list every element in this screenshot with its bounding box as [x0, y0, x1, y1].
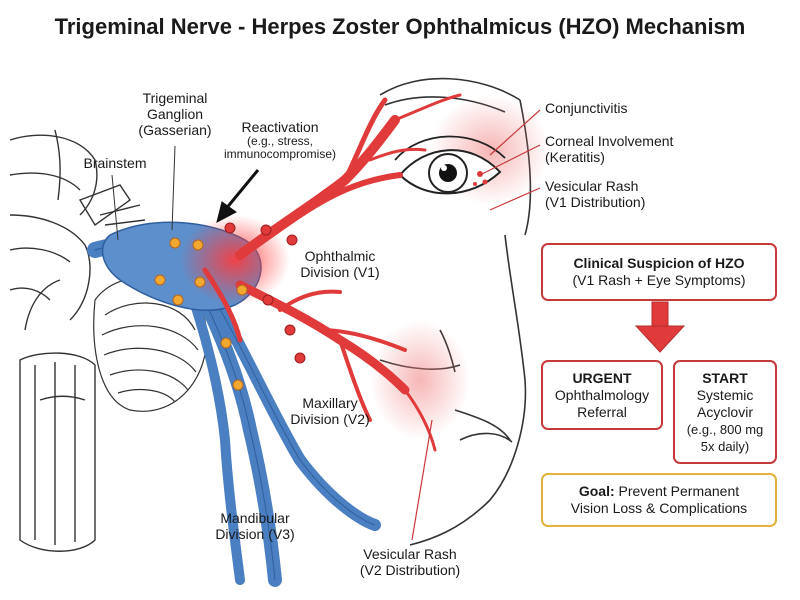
label-text: (Keratitis) — [545, 149, 605, 165]
box-title: URGENT — [572, 370, 632, 386]
label-text: Ophthalmic — [304, 248, 376, 264]
cheek-redness — [370, 320, 470, 440]
label-text: Mandibular — [220, 510, 290, 526]
goal-box: Goal: Prevent Permanent Vision Loss & Co… — [541, 473, 777, 527]
label-trigeminal-ganglion: Trigeminal Ganglion (Gasserian) — [125, 90, 225, 138]
label-text: Vesicular Rash — [363, 546, 457, 562]
label-text: Maxillary — [302, 395, 358, 411]
label-text: (Gasserian) — [138, 122, 212, 138]
box-text: 5x daily) — [700, 439, 750, 454]
box-text: Acyclovir — [696, 404, 753, 420]
label-ophthalmic-division: Ophthalmic Division (V1) — [280, 248, 400, 280]
label-text: Vesicular Rash — [545, 178, 639, 194]
label-brainstem: Brainstem — [75, 155, 155, 171]
label-reactivation: Reactivation (e.g., stress, immunocompro… — [215, 119, 345, 161]
label-maxillary-division: Maxillary Division (V2) — [275, 395, 385, 427]
label-vesicular-rash-v1: Vesicular Rash (V1 Distribution) — [545, 178, 645, 210]
label-text: Division (V1) — [300, 264, 380, 280]
flow-arrow — [634, 301, 686, 353]
label-corneal-involvement: Corneal Involvement (Keratitis) — [545, 133, 673, 165]
label-text: Trigeminal — [142, 90, 208, 106]
label-text: Ganglion — [146, 106, 204, 122]
label-text: (e.g., stress, — [246, 134, 314, 148]
label-vesicular-rash-v2: Vesicular Rash (V2 Distribution) — [345, 546, 475, 578]
urgent-referral-box: URGENT Ophthalmology Referral — [541, 360, 663, 430]
label-text: Corneal Involvement — [545, 133, 674, 149]
label-text: Reactivation — [241, 119, 319, 135]
box-text: Ophthalmology — [554, 387, 650, 403]
brainstem-sketch — [9, 129, 146, 552]
label-text: Division (V2) — [290, 411, 370, 427]
label-mandibular-division: Mandibular Division (V3) — [200, 510, 310, 542]
box-text: Referral — [577, 404, 627, 420]
box-text: (e.g., 800 mg — [686, 422, 764, 437]
virus-particles — [154, 237, 248, 391]
start-acyclovir-box: START Systemic Acyclovir (e.g., 800 mg 5… — [673, 360, 777, 464]
eye-illustration — [394, 135, 506, 195]
ophthalmic-division-red — [235, 93, 462, 260]
label-text: immunocompromise) — [223, 147, 337, 161]
goal-label: Goal: — [578, 483, 615, 499]
reactivation-arrow — [216, 169, 260, 223]
label-conjunctivitis: Conjunctivitis — [545, 100, 627, 116]
label-text: Conjunctivitis — [545, 100, 628, 116]
label-text: Division (V3) — [215, 526, 295, 542]
reactivated-virions — [224, 222, 306, 364]
label-text: Brainstem — [83, 155, 147, 171]
box-title: Clinical Suspicion of HZO — [573, 255, 745, 271]
label-text: (V2 Distribution) — [359, 562, 461, 578]
page-title: Trigeminal Nerve - Herpes Zoster Ophthal… — [54, 14, 746, 39]
suspicion-box: Clinical Suspicion of HZO (V1 Rash + Eye… — [541, 243, 777, 301]
box-text: (V1 Rash + Eye Symptoms) — [572, 272, 746, 288]
label-text: (V1 Distribution) — [545, 194, 646, 210]
box-text: Vision Loss & Complications — [570, 500, 748, 516]
box-title: START — [702, 370, 748, 386]
box-text: Systemic — [696, 387, 754, 403]
box-text: Prevent Permanent — [614, 483, 740, 499]
